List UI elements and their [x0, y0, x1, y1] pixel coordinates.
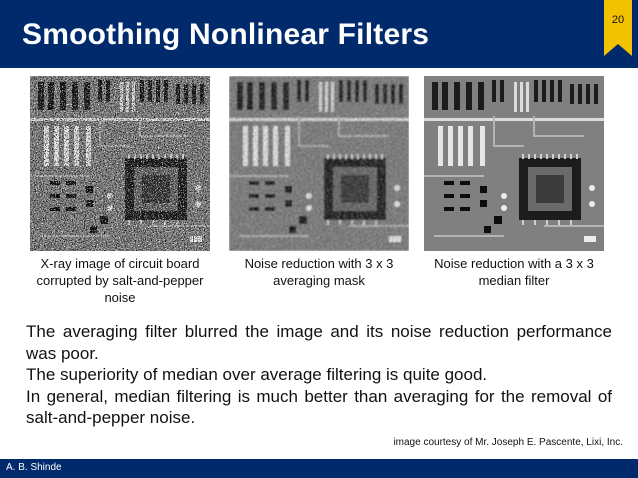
figure-caption-averaging: Noise reduction with 3 x 3 averaging mas…: [244, 256, 394, 288]
figure-caption-median: Noise reduction with a 3 x 3 median filt…: [434, 256, 594, 288]
slide-title: Smoothing Nonlinear Filters: [22, 18, 430, 51]
page-number: 20: [611, 14, 625, 26]
body-paragraph: In general, median filtering is much bet…: [26, 386, 612, 428]
body-paragraph: The superiority of median over average f…: [26, 365, 488, 384]
image-courtesy: image courtesy of Mr. Joseph E. Pascente…: [393, 437, 623, 448]
body-paragraph: The averaging filter blurred the image a…: [26, 322, 612, 363]
author-name: A. B. Shinde: [6, 462, 62, 473]
figure-noisy-xray: [30, 76, 210, 251]
slide-header: Smoothing Nonlinear Filters 20: [0, 0, 638, 68]
figure-averaging-result: [229, 76, 409, 251]
page-number-badge: 20: [604, 0, 632, 56]
figure-median-result: [424, 76, 604, 251]
slide-footer: A. B. Shinde: [0, 459, 638, 478]
figure-caption-noisy: X-ray image of circuit board corrupted b…: [36, 256, 204, 305]
slide-body: The averaging filter blurred the image a…: [26, 321, 612, 429]
